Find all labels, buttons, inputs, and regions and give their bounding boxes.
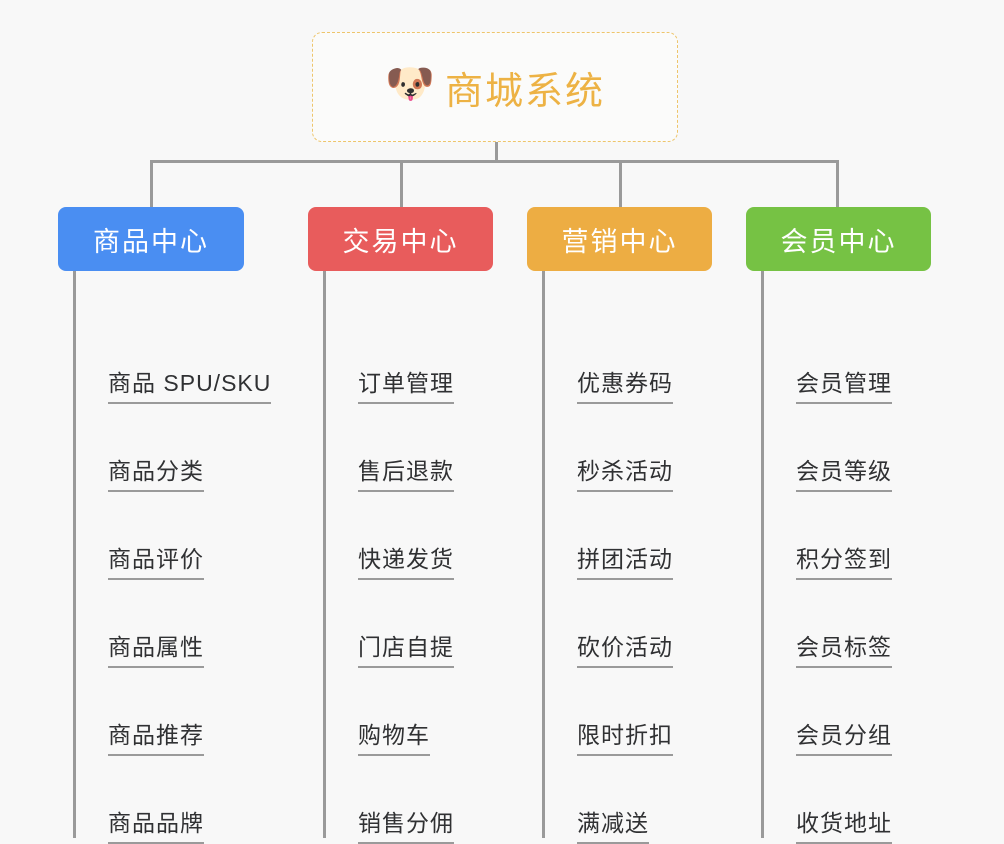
list-item-label: 商品属性 [108, 634, 204, 668]
list-item[interactable]: 售后退款 [326, 404, 454, 492]
list-item[interactable]: 拼团活动 [545, 492, 673, 580]
list-item[interactable]: 快递发货 [326, 492, 454, 580]
list-item[interactable]: 商品属性 [76, 580, 204, 668]
list-item-label: 砍价活动 [577, 634, 673, 668]
list-item-label: 限时折扣 [577, 722, 673, 756]
root-node[interactable]: 🐶 商城系统 [312, 32, 678, 142]
list-item-label: 会员等级 [796, 458, 892, 492]
list-item-label: 购物车 [358, 722, 430, 756]
branch-trade-center: 交易中心 订单管理 售后退款 快递发货 门店自提 购物车 销售分佣 [308, 207, 538, 844]
list-item-label: 商品 SPU/SKU [108, 370, 272, 404]
list-item-label: 订单管理 [358, 370, 454, 404]
list-item[interactable]: 会员等级 [764, 404, 892, 492]
list-item-label: 销售分佣 [358, 810, 454, 844]
list-item-label: 收货地址 [796, 810, 892, 844]
list-item-label: 会员分组 [796, 722, 892, 756]
list-item[interactable]: 商品 SPU/SKU [76, 316, 272, 404]
list-item[interactable]: 商品推荐 [76, 668, 204, 756]
branch-items-marketing-center: 优惠券码 秒杀活动 拼团活动 砍价活动 限时折扣 满减送 [542, 271, 757, 844]
branch-items-member-center: 会员管理 会员等级 积分签到 会员标签 会员分组 收货地址 [761, 271, 976, 844]
branch-marketing-center: 营销中心 优惠券码 秒杀活动 拼团活动 砍价活动 限时折扣 满减送 [527, 207, 757, 844]
list-item[interactable]: 商品评价 [76, 492, 204, 580]
list-item-label: 秒杀活动 [577, 458, 673, 492]
list-item[interactable]: 积分签到 [764, 492, 892, 580]
list-item-label: 会员标签 [796, 634, 892, 668]
connector-drop-product-center [150, 160, 153, 208]
connector-root-stem [495, 142, 498, 163]
list-item-label: 拼团活动 [577, 546, 673, 580]
list-item[interactable]: 会员分组 [764, 668, 892, 756]
list-item[interactable]: 砍价活动 [545, 580, 673, 668]
list-item[interactable]: 订单管理 [326, 316, 454, 404]
list-item-label: 门店自提 [358, 634, 454, 668]
branch-header-marketing-center[interactable]: 营销中心 [527, 207, 712, 271]
list-item[interactable]: 收货地址 [764, 756, 892, 844]
list-item[interactable]: 满减送 [545, 756, 649, 844]
list-item[interactable]: 门店自提 [326, 580, 454, 668]
branch-product-center: 商品中心 商品 SPU/SKU 商品分类 商品评价 商品属性 商品推荐 商品品牌 [58, 207, 288, 844]
branch-items-trade-center: 订单管理 售后退款 快递发货 门店自提 购物车 销售分佣 [323, 271, 538, 844]
connector-drop-member-center [836, 160, 839, 208]
list-item[interactable]: 限时折扣 [545, 668, 673, 756]
list-item-label: 商品品牌 [108, 810, 204, 844]
list-item-label: 商品推荐 [108, 722, 204, 756]
branch-header-product-center[interactable]: 商品中心 [58, 207, 244, 271]
list-item[interactable]: 会员管理 [764, 316, 892, 404]
connector-horizontal-bus [150, 160, 839, 163]
branch-header-trade-center[interactable]: 交易中心 [308, 207, 493, 271]
connector-drop-trade-center [400, 160, 403, 208]
list-item-label: 快递发货 [358, 546, 454, 580]
list-item-label: 优惠券码 [577, 370, 673, 404]
branch-member-center: 会员中心 会员管理 会员等级 积分签到 会员标签 会员分组 收货地址 [746, 207, 976, 844]
list-item[interactable]: 销售分佣 [326, 756, 454, 844]
branch-header-member-center[interactable]: 会员中心 [746, 207, 931, 271]
list-item[interactable]: 商品品牌 [76, 756, 204, 844]
list-item-label: 商品评价 [108, 546, 204, 580]
root-title: 商城系统 [444, 70, 605, 113]
list-item[interactable]: 秒杀活动 [545, 404, 673, 492]
list-item-label: 会员管理 [796, 370, 892, 404]
list-item-label: 售后退款 [358, 458, 454, 492]
connector-drop-marketing-center [619, 160, 622, 208]
list-item-label: 满减送 [577, 810, 649, 844]
branch-items-product-center: 商品 SPU/SKU 商品分类 商品评价 商品属性 商品推荐 商品品牌 [73, 271, 288, 844]
list-item[interactable]: 会员标签 [764, 580, 892, 668]
list-item[interactable]: 优惠券码 [545, 316, 673, 404]
list-item-label: 积分签到 [796, 546, 892, 580]
shiba-dog-icon: 🐶 [384, 62, 435, 106]
list-item[interactable]: 购物车 [326, 668, 430, 756]
list-item-label: 商品分类 [108, 458, 204, 492]
list-item[interactable]: 商品分类 [76, 404, 204, 492]
